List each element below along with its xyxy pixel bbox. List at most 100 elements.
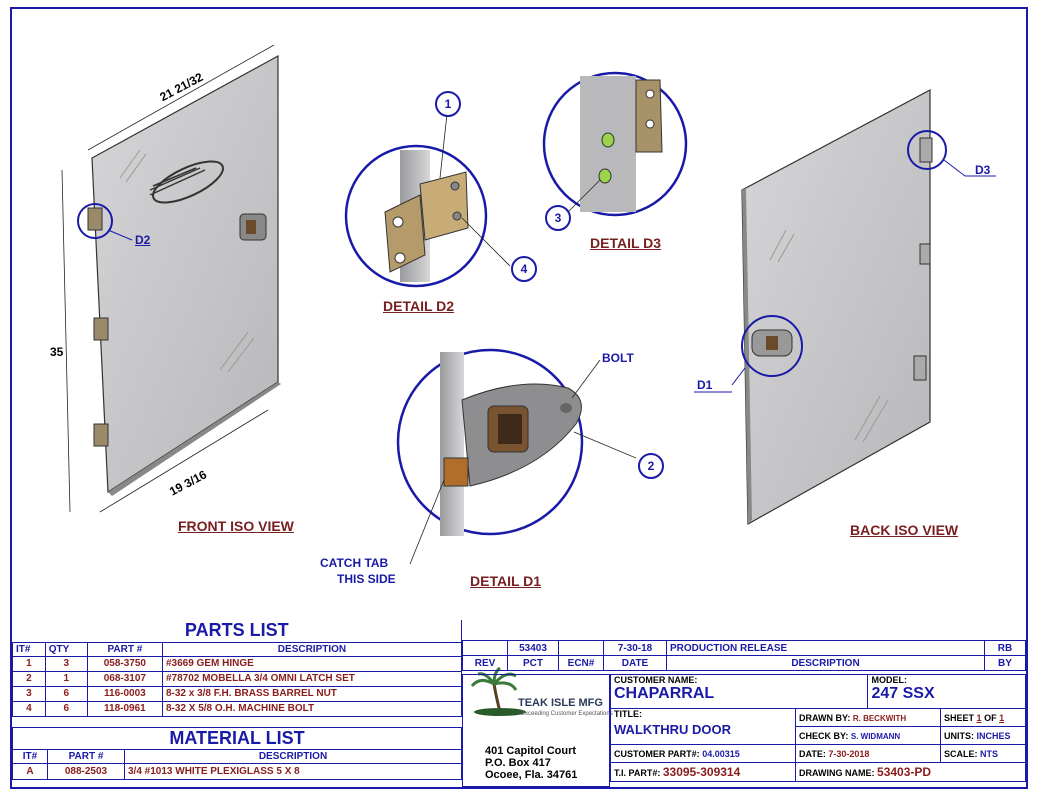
cell: 8-32 x 3/8 F.H. BRASS BARREL NUT (161, 685, 463, 702)
material-col-part: PART # (47, 749, 125, 764)
revision-col-pct: PCT (507, 655, 559, 671)
title-label: TITLE: (614, 709, 642, 719)
revision-col-description: DESCRIPTION (666, 655, 985, 671)
title-value: WALKTHRU DOOR (614, 722, 731, 737)
address-line-1: 401 Capitol Court (485, 745, 577, 757)
parts-col-qty: QTY (44, 641, 88, 657)
cell: 53403 (507, 640, 559, 656)
parts-list-title: PARTS LIST (12, 620, 462, 643)
cell: 6 (44, 700, 88, 717)
front-iso-view-title: FRONT ISO VIEW (178, 518, 294, 534)
cell: PRODUCTION RELEASE (666, 640, 985, 656)
material-col-description: DESCRIPTION (124, 749, 462, 764)
company-block: TEAK ISLE MFG Exceeding Customer Expecta… (462, 674, 613, 787)
units-label: UNITS: (944, 730, 974, 741)
parts-col-it: IT# (12, 641, 46, 657)
company-name: TEAK ISLE MFG (518, 697, 603, 709)
balloon-1: 1 (435, 91, 461, 117)
drawing-name-value: 53403-PD (877, 765, 932, 779)
cell (462, 640, 508, 656)
balloon-4: 4 (511, 256, 537, 282)
customer-part-label: CUSTOMER PART#: (614, 748, 700, 759)
cell: 6 (44, 685, 88, 702)
detail-d1-graphic (396, 348, 637, 565)
detail-d3-title: DETAIL D3 (590, 235, 662, 251)
palm-logo (470, 666, 526, 716)
dimension-side: 35 (50, 345, 64, 359)
drawn-by-value: R. BECKWITH (852, 713, 907, 723)
cell: RB (984, 640, 1026, 656)
cell: 118-0961 (86, 700, 163, 717)
cell: 058-3750 (86, 655, 163, 672)
cell: #3669 GEM HINGE (161, 655, 463, 672)
drawing-sheet (10, 7, 1028, 789)
cell: 068-3107 (86, 670, 163, 687)
detail-d3-graphic (542, 71, 688, 217)
back-iso-view-title: BACK ISO VIEW (850, 522, 959, 538)
callout-bolt: BOLT (602, 351, 634, 365)
parts-col-part: PART # (86, 641, 163, 657)
revision-col-rev: REV (462, 655, 508, 671)
cell: 3 (44, 655, 88, 672)
table-row: 2 1 068-3107 #78702 MOBELLA 3/4 OMNI LAT… (12, 670, 463, 687)
cell: 7-30-18 (603, 640, 667, 656)
cell: 116-0003 (86, 685, 163, 702)
drawn-by-label: DRAWN BY: (799, 712, 851, 723)
customer-name-value: CHAPARRAL (614, 685, 715, 702)
check-by-label: CHECK BY: (799, 730, 849, 741)
parts-list-table: PARTS LIST IT# QTY PART # DESCRIPTION 1 … (12, 620, 463, 717)
cell: A (12, 763, 48, 780)
cell: #78702 MOBELLA 3/4 OMNI LATCH SET (161, 670, 463, 687)
model-value: 247 SSX (871, 685, 935, 702)
table-row: A 088-2503 3/4 #1013 WHITE PLEXIGLASS 5 … (12, 763, 462, 780)
sheet-of: OF (984, 712, 997, 723)
revision-table: 53403 7-30-18 PRODUCTION RELEASE RB REV … (462, 640, 1026, 671)
detail-d2-graphic (344, 113, 511, 288)
cell: 8-32 X 5/8 O.H. MACHINE BOLT (161, 700, 463, 717)
check-by-value: S. WIDMANN (850, 731, 901, 741)
callout-catch-tab: CATCH TAB (320, 556, 389, 570)
cell: 1 (44, 670, 88, 687)
sheet-total: 1 (999, 712, 1005, 723)
callout-d2: D2 (135, 233, 151, 247)
back-door (694, 89, 996, 526)
balloon-2: 2 (638, 453, 664, 479)
ti-part-value: 33095-309314 (662, 765, 741, 779)
cell: 4 (12, 700, 46, 717)
cell: 3 (12, 685, 46, 702)
parts-col-description: DESCRIPTION (161, 641, 463, 657)
revision-row: 53403 7-30-18 PRODUCTION RELEASE RB (462, 640, 1026, 656)
address-line-3: Ocoee, Fla. 34761 (485, 769, 578, 781)
sheet-value: 1 (976, 712, 982, 723)
cell: 3/4 #1013 WHITE PLEXIGLASS 5 X 8 (124, 763, 462, 780)
customer-name-label: CUSTOMER NAME: (614, 675, 698, 685)
units-value: INCHES (976, 730, 1011, 741)
material-col-it: IT# (12, 749, 48, 764)
cell: 2 (12, 670, 46, 687)
material-list-title: MATERIAL LIST (12, 727, 462, 750)
front-door (61, 44, 281, 513)
scale-label: SCALE: (944, 748, 978, 759)
detail-d1-title: DETAIL D1 (470, 573, 542, 589)
table-row: 3 6 116-0003 8-32 x 3/8 F.H. BRASS BARRE… (12, 685, 463, 702)
ti-part-label: T.I. PART#: (614, 768, 661, 778)
balloon-3: 3 (545, 205, 571, 231)
sheet-label: SHEET (944, 712, 975, 723)
revision-col-ecn: ECN# (558, 655, 604, 671)
title-block-table: CUSTOMER NAME: CHAPARRAL MODEL: 247 SSX … (609, 674, 1026, 782)
model-label: MODEL: (871, 675, 907, 685)
cell: 088-2503 (47, 763, 125, 780)
scale-value: NTS (980, 748, 999, 759)
material-list-table: MATERIAL LIST IT# PART # DESCRIPTION A 0… (12, 727, 462, 780)
address-line-2: P.O. Box 417 (485, 757, 551, 769)
detail-d2-title: DETAIL D2 (383, 298, 455, 314)
revision-col-date: DATE (603, 655, 667, 671)
table-row: 4 6 118-0961 8-32 X 5/8 O.H. MACHINE BOL… (12, 700, 463, 717)
date-label: DATE: (799, 748, 826, 759)
table-row: 1 3 058-3750 #3669 GEM HINGE (12, 655, 463, 672)
customer-part-value: 04.00315 (702, 748, 740, 759)
revision-col-by: BY (984, 655, 1026, 671)
date-value: 7-30-2018 (828, 748, 870, 759)
cell (558, 640, 604, 656)
callout-this-side: THIS SIDE (337, 572, 396, 586)
